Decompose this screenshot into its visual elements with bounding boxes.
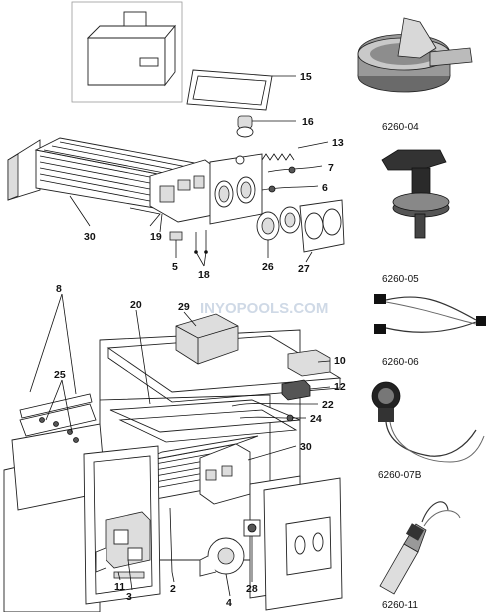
part-number-6260-07B: 6260-07B: [378, 470, 422, 481]
callout-2: 2: [170, 583, 176, 595]
part-photo-6260-06: [374, 294, 486, 334]
leader-lines: [29, 195, 331, 597]
spring-13: [261, 141, 329, 161]
part-photo-6260-11: [379, 501, 461, 595]
callout-16: 16: [302, 116, 314, 128]
callout-3: 3: [126, 591, 132, 603]
part-numbers: 6260-04 6260-05 6260-06 6260-07B 6260-11: [378, 122, 422, 611]
callout-19: 19: [150, 231, 162, 243]
gasket-26: [256, 206, 301, 258]
callout-5: 5: [172, 261, 178, 273]
watermark-text: INYOPOOLS.COM: [200, 300, 328, 317]
callout-11: 11: [114, 581, 125, 593]
part-7: [267, 165, 323, 174]
part-photo-6260-05: [381, 149, 450, 239]
part-number-6260-05: 6260-05: [382, 274, 419, 285]
callout-10: 10: [334, 355, 346, 367]
part-number-6260-11: 6260-11: [382, 600, 418, 611]
callout-30-lower: 30: [300, 441, 312, 453]
callout-30-upper: 30: [84, 231, 96, 243]
callout-8: 8: [56, 283, 62, 295]
callout-6: 6: [322, 182, 328, 194]
callout-13: 13: [332, 137, 344, 149]
callout-27: 27: [298, 263, 310, 275]
part-5: [169, 231, 183, 258]
callout-29: 29: [178, 301, 190, 313]
callout-7: 7: [328, 162, 334, 174]
part-photo-6260-07B: [371, 381, 485, 463]
flange-27: [299, 199, 345, 263]
callout-25: 25: [54, 369, 66, 381]
gasket-15: [186, 69, 296, 111]
callout-12: 12: [334, 381, 346, 393]
part-number-6260-06: 6260-06: [382, 357, 419, 368]
callout-4: 4: [226, 597, 232, 609]
callout-26: 26: [262, 261, 274, 273]
part-number-6260-04: 6260-04: [382, 122, 419, 133]
heat-exchanger-upper: [7, 137, 219, 227]
callout-18: 18: [198, 269, 210, 281]
part-18: [194, 230, 208, 267]
callout-20: 20: [130, 299, 142, 311]
callout-22: 22: [322, 399, 334, 411]
part-photo-6260-04: [357, 17, 473, 93]
heater-thumbnail: [71, 1, 183, 103]
flange-plate: [209, 153, 263, 225]
cabinet: [3, 313, 343, 612]
part-6: [261, 185, 319, 193]
callout-15: 15: [300, 71, 312, 83]
callout-24: 24: [310, 413, 322, 425]
part-16: [236, 115, 296, 138]
callouts: 15 16 13 7 6 30 19 5 18 26 27 8 25 20 29…: [54, 71, 346, 609]
callout-28: 28: [246, 583, 258, 595]
